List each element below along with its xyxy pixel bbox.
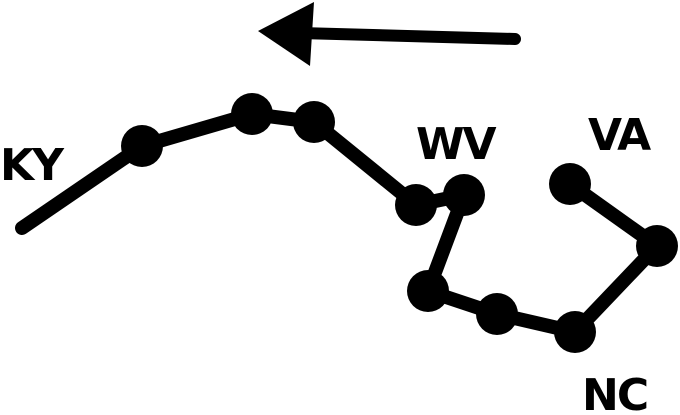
arrow-left-icon [258,2,521,66]
stop-marker [407,270,449,312]
state-label-ky: KY [0,140,65,191]
stop-marker [293,101,335,143]
stop-marker [231,93,273,135]
state-label-nc: NC [582,370,647,415]
stop-marker [443,174,485,216]
stop-marker [549,163,591,205]
stop-marker [395,184,437,226]
stop-marker [121,125,163,167]
stop-marker [554,311,596,353]
state-label-wv: WV [416,119,497,170]
stop-marker [636,225,678,267]
route-line [15,107,664,339]
state-label-va: VA [588,110,651,161]
route-stops [121,93,678,353]
stop-marker [476,293,518,335]
